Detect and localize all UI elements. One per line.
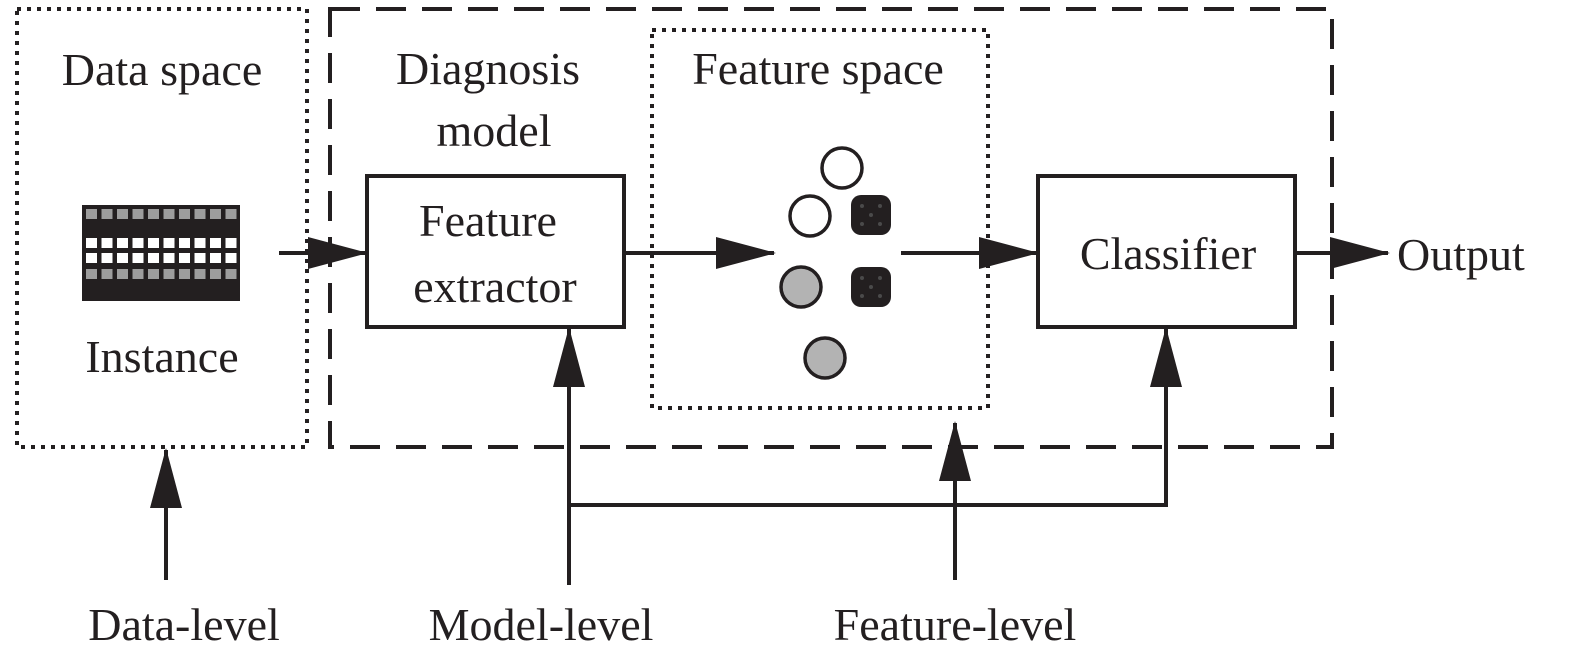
model-level-label: Model-level <box>429 599 654 650</box>
feature-point-gray-circle <box>779 265 823 309</box>
matrix-cell <box>225 238 237 248</box>
classifier-label: Classifier <box>1080 228 1256 279</box>
matrix-cell <box>194 269 206 279</box>
feature-level-label: Feature-level <box>834 599 1077 650</box>
matrix-cell <box>210 209 221 219</box>
matrix-cell <box>101 253 113 263</box>
matrix-cell <box>148 269 159 279</box>
matrix-cell <box>148 238 159 248</box>
matrix-cell <box>163 209 175 219</box>
matrix-cell <box>132 253 144 263</box>
matrix-cell <box>179 269 190 279</box>
matrix-cell <box>101 238 113 248</box>
matrix-cell <box>132 209 144 219</box>
feature-point-white-circle <box>788 194 832 238</box>
data-space-box <box>15 7 309 449</box>
matrix-cell <box>194 238 206 248</box>
feature-point-black-square <box>851 195 891 235</box>
matrix-cell <box>179 238 190 248</box>
matrix-cell <box>117 238 128 248</box>
matrix-cell <box>163 253 175 263</box>
data-level-label: Data-level <box>88 599 280 650</box>
diagnosis-model-title-line1: Diagnosis <box>396 43 580 94</box>
matrix-cell <box>163 269 175 279</box>
matrix-cell <box>86 209 97 219</box>
feature-point-white-circle <box>820 146 864 190</box>
matrix-cell <box>210 238 221 248</box>
diagnosis-model-box <box>328 7 1334 449</box>
matrix-cell <box>117 269 128 279</box>
matrix-cell <box>194 209 206 219</box>
matrix-cell <box>86 238 97 248</box>
instance-matrix-icon <box>82 205 240 301</box>
matrix-cell <box>163 238 175 248</box>
matrix-cell <box>132 238 144 248</box>
feature-extractor-box <box>365 174 626 329</box>
matrix-cell <box>101 209 113 219</box>
feature-point-gray-circle <box>803 336 847 380</box>
matrix-cell <box>225 269 237 279</box>
instance-label: Instance <box>85 331 238 382</box>
matrix-cell <box>194 253 206 263</box>
matrix-cell <box>179 253 190 263</box>
feature-space-box <box>650 28 990 410</box>
matrix-cell <box>148 209 159 219</box>
classifier-box <box>1036 174 1297 329</box>
feature-extractor-label-line1: Feature <box>419 195 557 246</box>
matrix-cell <box>225 209 237 219</box>
feature-point-black-square <box>851 267 891 307</box>
matrix-cell <box>117 253 128 263</box>
feature-space-title: Feature space <box>692 43 944 94</box>
matrix-cell <box>210 253 221 263</box>
matrix-cell <box>86 253 97 263</box>
matrix-cell <box>179 209 190 219</box>
matrix-cell <box>86 269 97 279</box>
connector-model-to-classifier <box>569 400 1168 507</box>
feature-extractor-label-line2: extractor <box>413 261 576 312</box>
matrix-cell <box>117 209 128 219</box>
matrix-cell <box>148 253 159 263</box>
diagnosis-model-title-line2: model <box>437 105 552 156</box>
data-space-title: Data space <box>62 44 263 95</box>
matrix-cell <box>225 253 237 263</box>
output-label: Output <box>1397 229 1525 280</box>
matrix-cell <box>101 269 113 279</box>
matrix-cell <box>210 269 221 279</box>
matrix-cell <box>132 269 144 279</box>
